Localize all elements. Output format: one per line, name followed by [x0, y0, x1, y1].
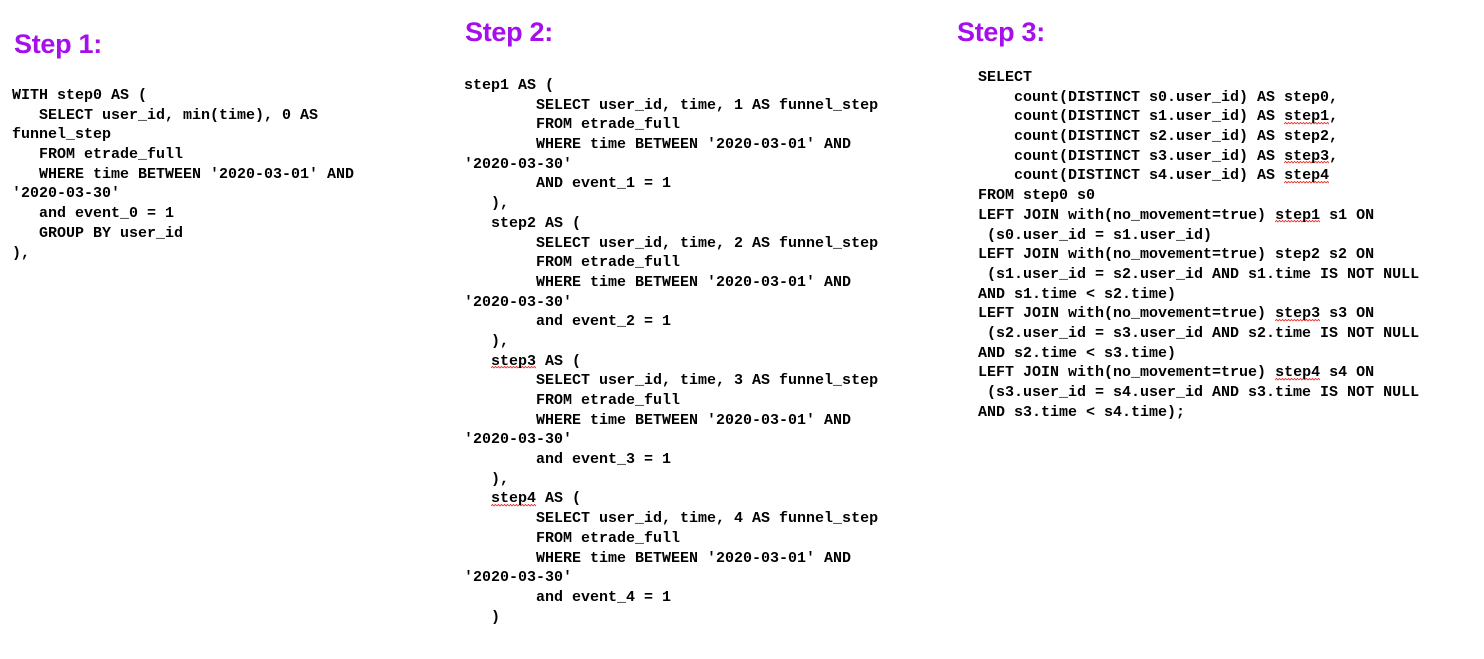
spellcheck-token: step3 — [1275, 305, 1321, 323]
code-line: count(DISTINCT s2.user_id) AS step2, — [978, 128, 1339, 146]
code-line: LEFT JOIN with(no_movement=true) step1 s… — [978, 206, 1375, 224]
spellcheck-token: step3 — [1284, 147, 1330, 165]
code-line: and event_0 = 1 — [12, 205, 175, 223]
spellcheck-token: step4 — [491, 490, 537, 508]
code-line: '2020-03-30' — [464, 569, 573, 587]
code-line: ) — [464, 608, 501, 626]
code-line: step2 AS ( — [464, 214, 582, 232]
code-line: WITH step0 AS ( — [12, 87, 148, 104]
code-line: step4 AS ( — [491, 490, 582, 508]
code-line: '2020-03-30' — [464, 155, 573, 173]
step-3-code-block[interactable]: SELECT count(DISTINCT s0.user_id) AS ste… — [978, 68, 1419, 422]
code-line: and event_4 = 1 — [464, 588, 672, 606]
code-line: LEFT JOIN with(no_movement=true) step4 s… — [978, 364, 1375, 382]
step-1-code-block[interactable]: WITH step0 AS ( SELECT user_id, min(time… — [12, 86, 354, 263]
code-line: SELECT — [978, 69, 1033, 86]
code-line: ), — [12, 244, 31, 262]
code-line: WHERE time BETWEEN '2020-03-01' AND — [464, 549, 852, 567]
code-line: SELECT user_id, min(time), 0 AS — [12, 106, 319, 124]
code-line: FROM etrade_full — [464, 392, 681, 409]
spellcheck-token: step1 — [1275, 206, 1321, 224]
code-line: WHERE time BETWEEN '2020-03-01' AND — [464, 136, 852, 154]
code-line: LEFT JOIN with(no_movement=true) step3 s… — [978, 305, 1375, 323]
code-line: FROM etrade_full — [464, 529, 681, 547]
code-line: and event_2 = 1 — [464, 313, 672, 331]
code-line: SELECT user_id, time, 4 AS funnel_step — [464, 510, 879, 528]
code-line: count(DISTINCT s3.user_id) AS step3, — [978, 147, 1339, 165]
code-line: ), — [464, 332, 510, 350]
code-line: (s2.user_id = s3.user_id AND s2.time IS … — [978, 324, 1420, 342]
code-line: count(DISTINCT s1.user_id) AS step1, — [978, 108, 1339, 126]
step-2-code-block[interactable]: step1 AS ( SELECT user_id, time, 1 AS fu… — [464, 76, 878, 627]
code-line: LEFT JOIN with(no_movement=true) step2 s… — [978, 246, 1375, 264]
code-line: WHERE time BETWEEN '2020-03-01' AND — [464, 411, 852, 429]
code-line: SELECT user_id, time, 3 AS funnel_step — [464, 372, 879, 390]
code-line: SELECT user_id, time, 1 AS funnel_step — [464, 96, 879, 114]
code-line: '2020-03-30' — [464, 293, 573, 311]
code-line: AND event_1 = 1 — [464, 175, 672, 193]
spellcheck-token: step4 — [1284, 167, 1330, 185]
step-1-heading: Step 1: — [14, 29, 102, 59]
code-line: step1 AS ( — [464, 77, 555, 94]
spellcheck-token: step1 — [1284, 108, 1330, 126]
code-line: AND s1.time < s2.time) — [978, 285, 1177, 303]
code-line: WHERE time BETWEEN '2020-03-01' AND — [12, 165, 355, 183]
code-line: step3 AS ( — [491, 352, 582, 370]
code-line: ), — [464, 470, 510, 488]
code-line: (s3.user_id = s4.user_id AND s3.time IS … — [978, 384, 1420, 401]
step-3-heading: Step 3: — [957, 17, 1045, 47]
code-line: GROUP BY user_id — [12, 224, 184, 242]
spellcheck-token: step3 — [491, 352, 537, 370]
code-line: ), — [464, 195, 510, 213]
code-line: FROM etrade_full — [464, 116, 681, 134]
step-2-heading: Step 2: — [465, 17, 553, 47]
code-line: FROM etrade_full — [464, 254, 681, 272]
code-line: AND s2.time < s3.time) — [978, 344, 1177, 362]
code-line: (s1.user_id = s2.user_id AND s1.time IS … — [978, 265, 1420, 283]
code-line: FROM etrade_full — [12, 146, 184, 164]
code-line: count(DISTINCT s0.user_id) AS step0, — [978, 88, 1339, 106]
code-line: WHERE time BETWEEN '2020-03-01' AND — [464, 273, 852, 291]
code-line: (s0.user_id = s1.user_id) — [978, 226, 1213, 244]
spellcheck-token: step4 — [1275, 364, 1321, 382]
code-line: and event_3 = 1 — [464, 451, 672, 469]
code-line: '2020-03-30' — [12, 185, 121, 203]
code-line: FROM step0 s0 — [978, 187, 1096, 205]
code-line: '2020-03-30' — [464, 431, 573, 449]
code-line: AND s3.time < s4.time); — [978, 403, 1186, 421]
code-line: count(DISTINCT s4.user_id) AS step4 — [978, 167, 1330, 185]
code-line: funnel_step — [12, 126, 112, 144]
code-line: SELECT user_id, time, 2 AS funnel_step — [464, 234, 879, 252]
